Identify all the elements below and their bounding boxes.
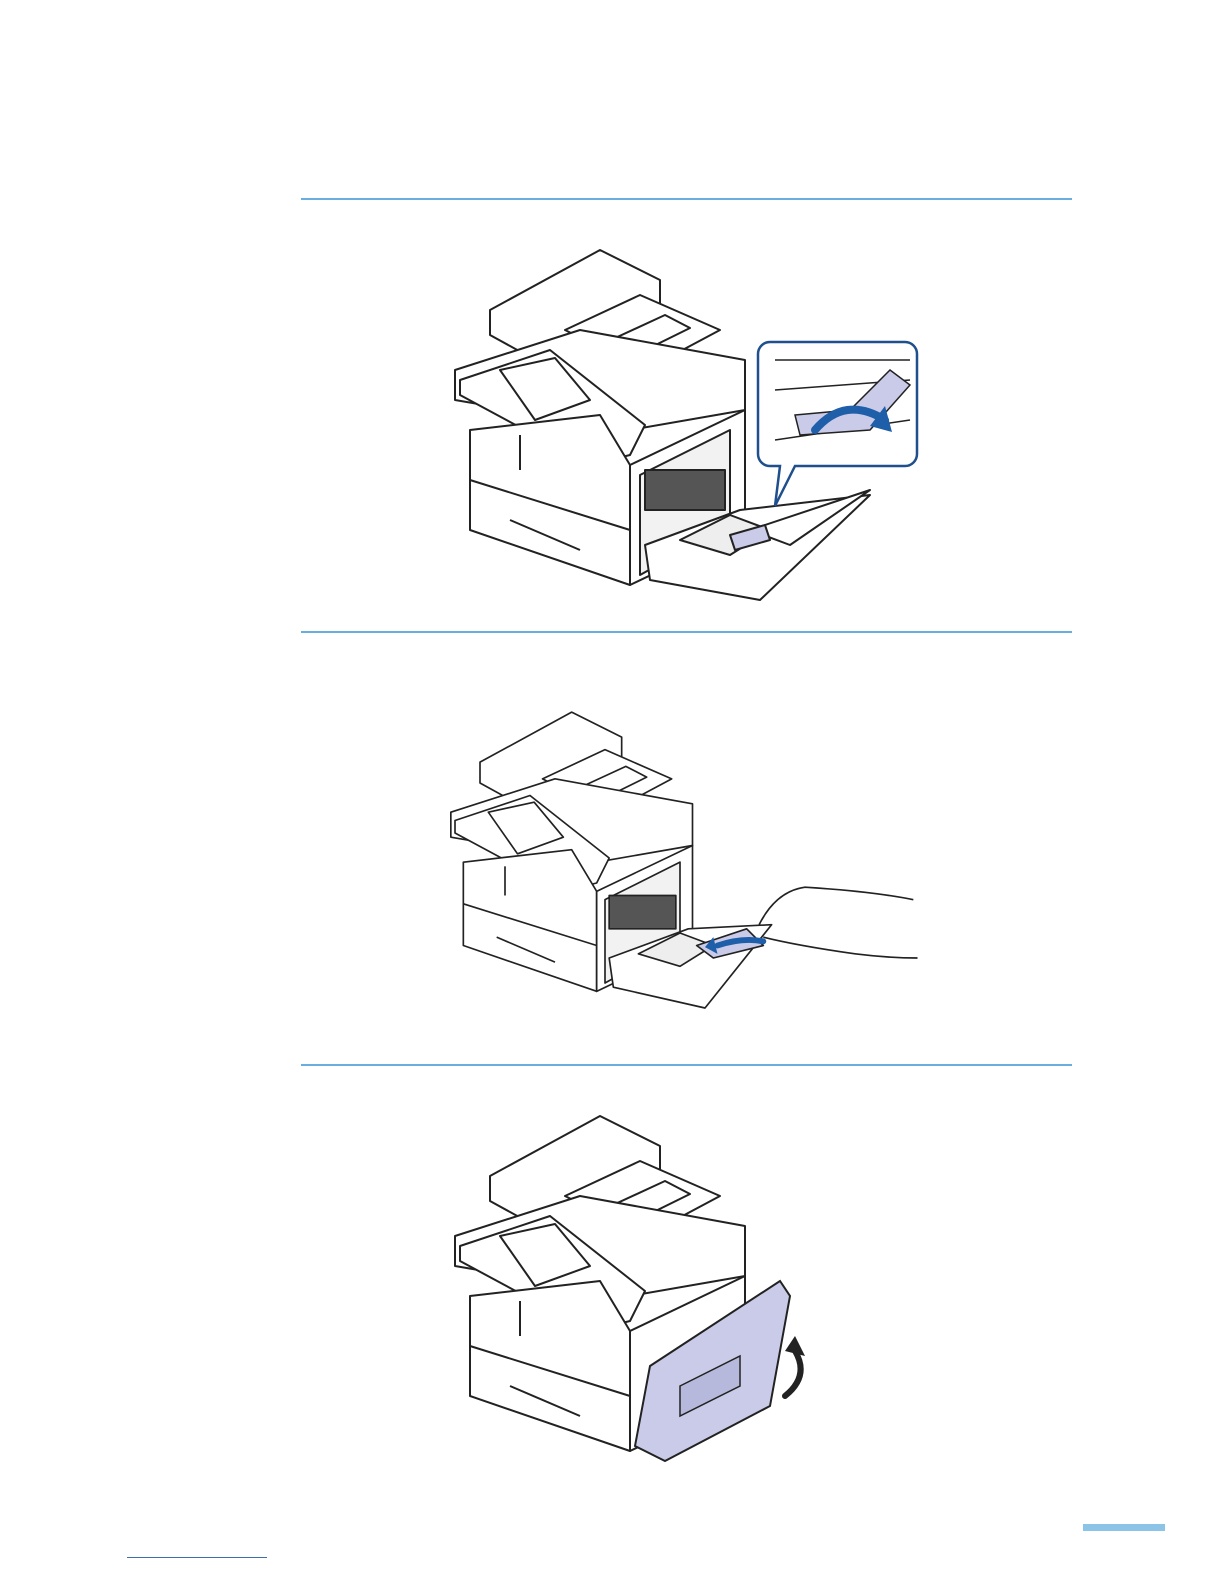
section-divider-2 [301, 631, 1072, 633]
page-indicator-bar [1083, 1524, 1165, 1531]
footer-line [127, 1557, 267, 1558]
step-3-figure [430, 1096, 930, 1486]
section-divider-3 [301, 1064, 1072, 1066]
step-2-figure [430, 663, 930, 1053]
step-1-figure [430, 230, 930, 620]
section-divider-1 [301, 198, 1072, 200]
